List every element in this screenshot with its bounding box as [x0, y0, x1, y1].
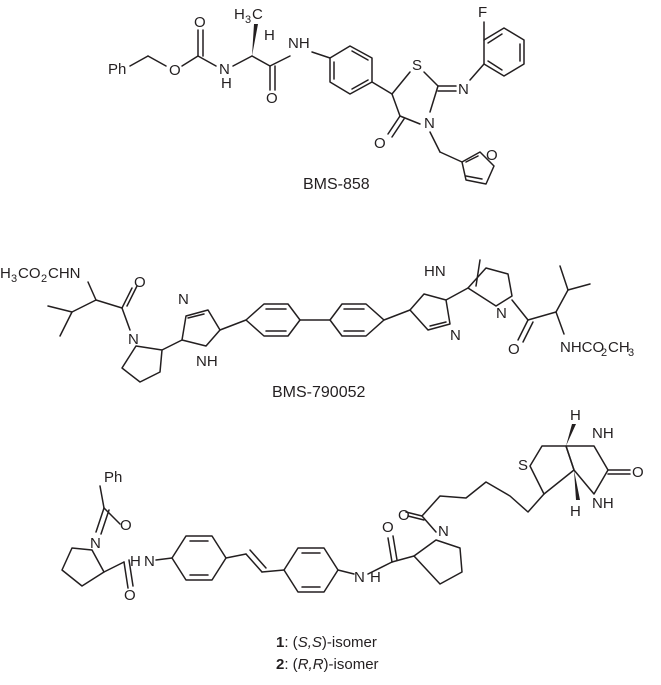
anilide-h-compound: H — [130, 553, 141, 570]
methyl-h-label: H — [234, 6, 245, 23]
isomer-config-2: R,R — [297, 656, 324, 673]
imidazole-nh-right: HN — [424, 263, 446, 280]
isomer-number-1: 1 — [276, 634, 285, 651]
imidazole-nh-left: NH — [196, 353, 218, 370]
svg-text:3: 3 — [628, 347, 634, 359]
isomer-line-1: 1: (S,S)-isomer — [276, 634, 377, 651]
svg-text:2: 2 — [41, 273, 47, 285]
compound-phenyl-label: Ph — [104, 469, 122, 486]
furan-oxygen-label: O — [486, 147, 498, 164]
svg-text:2: 2 — [601, 347, 607, 359]
methyl-c-label: C — [252, 6, 263, 23]
bms-858-structure: Ph O O N H H 3 C H O NH S — [108, 4, 525, 185]
methyl-3-label: 3 — [245, 14, 251, 26]
thiazolidine-n-label: N — [424, 115, 435, 132]
pyrrolidine-n-compound: N — [90, 535, 101, 552]
imidazole-n-right: N — [450, 327, 461, 344]
anilide-n-right: N — [354, 569, 365, 586]
isomer-number-2: 2 — [276, 656, 285, 673]
anilide-h-right: H — [370, 569, 381, 586]
pyrrolidine-n-right: N — [496, 305, 507, 322]
amide-oxygen-right: O — [382, 519, 394, 536]
alpha-h-label: H — [264, 27, 275, 44]
isomer-line-2: 2: (R,R)-isomer — [276, 656, 379, 673]
ring-oxygen-label: O — [374, 135, 386, 152]
anilide-nh-label: NH — [288, 35, 310, 52]
thiazolidine-s-label: S — [412, 57, 422, 74]
imine-n-label: N — [458, 81, 469, 98]
svg-text:3: 3 — [11, 273, 17, 285]
biotin-acyl-oxygen: O — [398, 507, 410, 524]
amide-oxygen-compound: O — [124, 587, 136, 604]
phenyl-label: Ph — [108, 61, 126, 78]
anilide-n-compound: N — [144, 553, 155, 570]
compound-1-2-structure: Ph O N O H N N H O N — [61, 407, 644, 604]
imidazole-n-left: N — [178, 291, 189, 308]
svg-text:CH: CH — [608, 339, 630, 356]
biotin-urea-oxygen: O — [632, 464, 644, 481]
svg-text:CO: CO — [18, 265, 41, 282]
amide-h-label: H — [221, 75, 232, 92]
fluorine-label: F — [478, 4, 487, 21]
biotin-nh-bottom: NH — [592, 495, 614, 512]
isomer-config-1: S,S — [297, 634, 322, 651]
ester-oxygen-label: O — [169, 62, 181, 79]
biotin-nh-top: NH — [592, 425, 614, 442]
biotin-h-top: H — [570, 407, 581, 424]
biotin-h-bottom: H — [570, 503, 581, 520]
pyrrolidine-n-left: N — [128, 331, 139, 348]
carbamate-nh-left: CHN — [48, 265, 81, 282]
biotin-sulfur-label: S — [518, 457, 528, 474]
carbamate-oxygen-label: O — [194, 14, 206, 31]
bms-790052-structure: H 3 CO 2 CHN O N N NH HN N — [0, 259, 634, 383]
h3co2chn-label-h: H — [0, 265, 11, 282]
valine-oxygen-right: O — [508, 341, 520, 358]
amide-oxygen-label: O — [266, 90, 278, 107]
caption-bms-790052: BMS-790052 — [272, 384, 366, 401]
acyl-oxygen-label: O — [120, 517, 132, 534]
caption-bms-858: BMS-858 — [303, 176, 370, 193]
pyrrolidine-n-right-compound: N — [438, 523, 449, 540]
carbamate-nh-right: NHCO — [560, 339, 604, 356]
valine-oxygen-left: O — [134, 274, 146, 291]
amide-n-label: N — [219, 61, 230, 78]
